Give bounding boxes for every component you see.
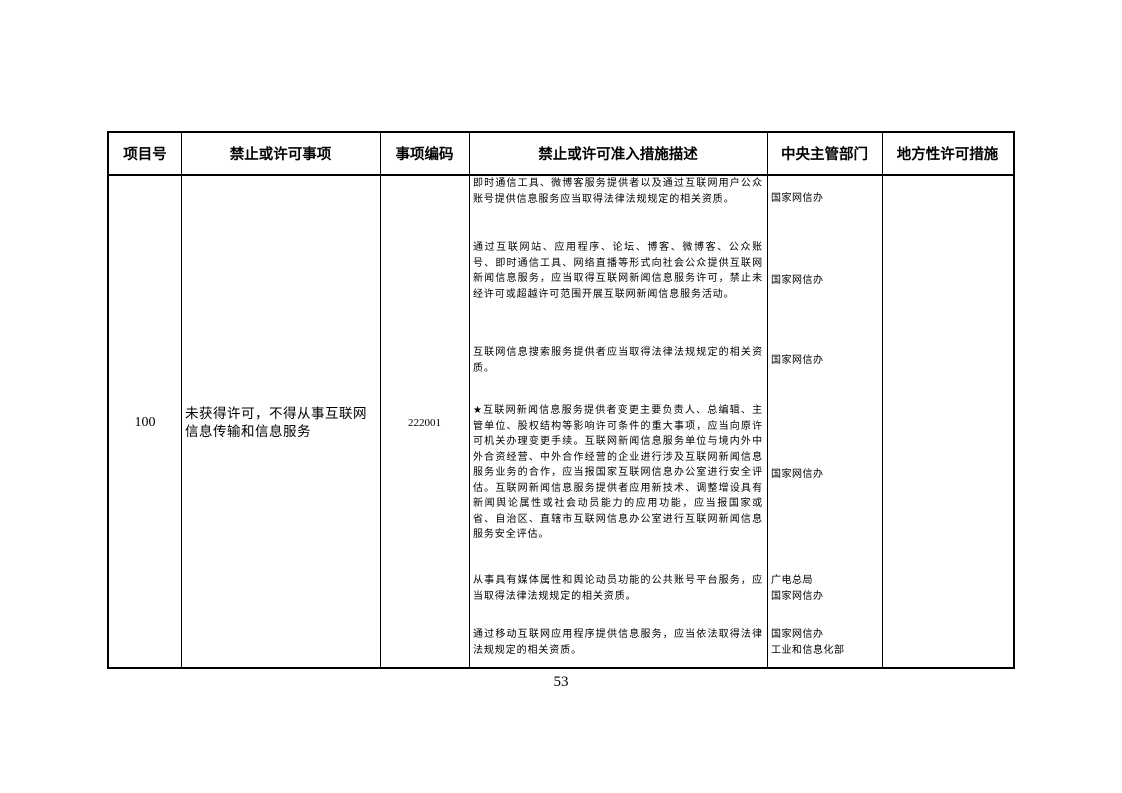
item-text: 未获得许可，不得从事互联网信息传输和信息服务	[185, 405, 367, 440]
department-name: 工业和信息化部	[771, 644, 845, 656]
measure-text: 通过互联网站、应用程序、论坛、博客、微博客、公众账号、即时通信工具、网络直播等形…	[473, 242, 763, 300]
permission-list-table: 项目号 禁止或许可事项 事项编码 禁止或许可准入措施描述 中央主管部门 地方性许…	[107, 131, 1015, 669]
column-divider	[469, 133, 470, 667]
header-local-measures: 地方性许可措施	[896, 147, 999, 163]
department-name: 国家网信办	[771, 629, 824, 640]
department-cell: 国家网信办 工业和信息化部	[771, 627, 879, 658]
measure-text: ★互联网新闻信息服务提供者变更主要负责人、总编辑、主管单位、股权结构等影响许可条…	[473, 405, 763, 540]
department-name: 国家网信办	[771, 590, 824, 602]
department-cell: 广电总局 国家网信办	[771, 573, 879, 604]
measure-text: 即时通信工具、微博客服务提供者以及通过互联网用户公众账号提供信息服务应当取得法律…	[473, 178, 763, 205]
column-divider	[882, 133, 883, 667]
measure-text: 通过移动互联网应用程序提供信息服务，应当依法取得法律法规规定的相关资质。	[473, 629, 763, 656]
local-measures-cell	[882, 176, 1013, 669]
department-name: 国家网信办	[771, 193, 824, 204]
header-department: 中央主管部门	[781, 147, 868, 163]
item-code: 222001	[408, 416, 441, 429]
column-divider	[181, 133, 182, 667]
department-cell: 国家网信办	[771, 467, 879, 483]
table-header-row: 项目号 禁止或许可事项 事项编码 禁止或许可准入措施描述 中央主管部门 地方性许…	[109, 133, 1013, 176]
project-number-cell: 100	[109, 176, 181, 669]
code-cell: 222001	[380, 176, 469, 669]
department-name: 国家网信办	[771, 355, 824, 366]
measure-text: 从事具有媒体属性和舆论动员功能的公共账号平台服务，应当取得法律法规规定的相关资质…	[473, 575, 763, 602]
header-project-no: 项目号	[123, 147, 167, 163]
department-name: 广电总局	[771, 575, 813, 586]
department-cell: 国家网信办	[771, 353, 879, 369]
department-cell: 国家网信办	[771, 191, 879, 207]
header-code: 事项编码	[395, 147, 454, 163]
page-number: 53	[553, 674, 569, 690]
department-name: 国家网信办	[771, 469, 824, 480]
header-measures: 禁止或许可准入措施描述	[538, 147, 698, 163]
header-item: 禁止或许可事项	[229, 147, 332, 163]
department-cell: 国家网信办	[771, 273, 879, 289]
column-divider	[767, 133, 768, 667]
project-number: 100	[134, 414, 156, 430]
column-divider	[380, 133, 381, 667]
item-cell: 未获得许可，不得从事互联网信息传输和信息服务	[181, 176, 380, 669]
measure-text: 互联网信息搜索服务提供者应当取得法律法规规定的相关资质。	[473, 347, 763, 374]
department-name: 国家网信办	[771, 275, 824, 286]
